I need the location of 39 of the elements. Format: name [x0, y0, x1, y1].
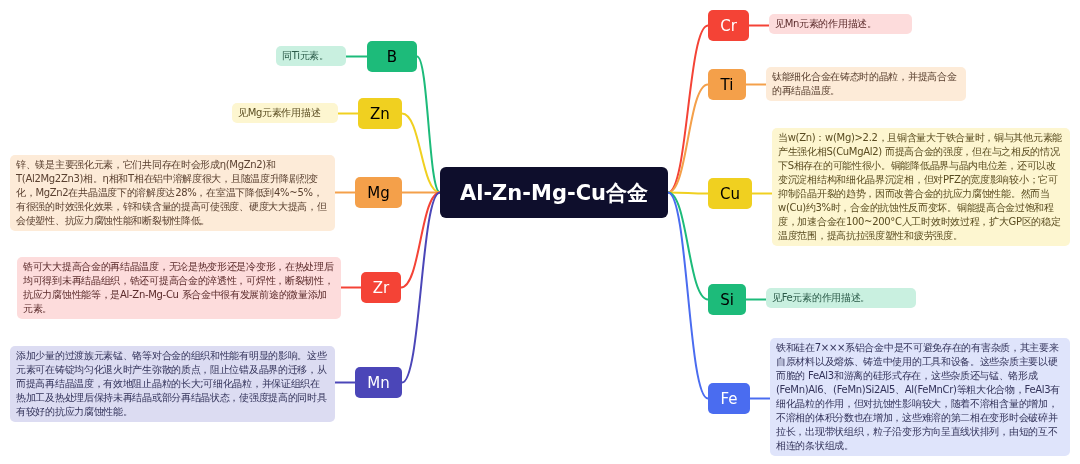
description-box: 见Fe元素的作用描述。: [766, 288, 916, 308]
element-box: Zr: [361, 272, 401, 303]
element-box: Zn: [358, 98, 402, 129]
branch-line: [667, 191, 709, 400]
element-box: Ti: [708, 69, 746, 100]
branch-line: [667, 83, 709, 194]
description-box: 锆可大大提高合金的再结晶温度，无论是热变形还是冷变形，在热处理后均可得到未再结晶组织，锆还可提高合金的淬透性，可焊性，断裂韧性，抗应力腐蚀性能等，是Al-Zn-Mg-Cu 系合金中很有发展前途的微量添加元素。: [17, 257, 341, 319]
element-box: Si: [708, 284, 746, 315]
connector-line: [748, 24, 770, 27]
connector-line: [745, 298, 767, 301]
element-box: Cr: [708, 10, 749, 41]
description-box: 见Mg元素作用描述: [232, 103, 338, 123]
connector-line: [745, 83, 767, 86]
connector-line: [345, 55, 368, 58]
element-box: Mn: [355, 367, 402, 398]
connector-line: [749, 397, 771, 400]
branch-line: [416, 55, 441, 194]
description-box: 当w(Zn)：w(Mg)>2.2，且铜含量大于铁合量时，铜与其他元素能产生强化相S(CuMgAl2) 而提高合金的强度，但在与之相反的情况下S相存在的可能性很小。铜能降低晶界与晶内电位差，还可以改变沉淀相结构和细化晶界沉淀相，但对PFZ的宽度影响较小；它可抑制沿晶开裂的趋势，因而改善合金的抗应力腐蚀性能。然而当w(Cu)约3%时，合金的抗蚀性反而变坏。铜能提高合金过饱和程度，加速合金在100~200°C人工时效时效过程，扩大GP区的稳定温度范围，提高抗拉强度塑性和疲劳强度。: [772, 128, 1070, 246]
element-box: Cu: [708, 178, 752, 209]
description-box: 锌、镁是主要强化元素，它们共同存在时会形成η(MgZn2)和T(Al2Mg2Zn3)相。η相和T相在铝中溶解度很大，且随温度升降剧烈变化，MgZn2在共晶温度下的溶解度达28%，在室温下降低到4%~5%，有很强的时效强化效果，锌和镁含量的提高可使强度、硬度大大提高，但会使塑性、抗应力腐蚀性能和断裂韧性降低。: [10, 155, 335, 231]
branch-line: [400, 191, 441, 289]
connector-line: [337, 112, 359, 115]
element-box: Mg: [355, 177, 402, 208]
branch-line: [667, 191, 709, 301]
branch-line: [401, 112, 441, 194]
description-box: 钛能细化合金在铸态时的晶粒，并提高合金的再结晶温度。: [766, 67, 966, 101]
connector-line: [334, 381, 356, 384]
branch-line: [401, 191, 441, 384]
connector-line: [340, 286, 362, 289]
connector-line: [334, 191, 356, 194]
branch-line: [667, 24, 709, 194]
topic-box: Al-Zn-Mg-Cu合金: [440, 167, 668, 218]
description-box: 见Mn元素的作用描述。: [769, 14, 912, 34]
description-box: 铁和硅在7×××系铝合金中是不可避免存在的有害杂质，其主要来自原材料以及熔炼、铸造中使用的工具和设备。这些杂质主要以硬而脆的 FeAl3和游离的硅形式存在，这些杂质还与锰、铬形成(FeMn)Al6、(FeMn)Si2Al5、Al(FeMnCr)等粗大化合物，FeAl3有细化晶粒的作用，但对抗蚀性影响较大，随着不溶相含量的增加，不溶相的体积分数也在增加，这些难溶的第二相在变形时会破碎并拉长，出现带状组织，粒子沿变形方向呈直线状排列，由短的互不相连的条状组成。: [770, 338, 1070, 456]
element-box: Fe: [708, 383, 750, 414]
connector-line: [751, 192, 773, 195]
description-box: 添加少量的过渡族元素锰、铬等对合金的组织和性能有明显的影响。这些元素可在铸锭均匀化退火时产生弥散的质点，阻止位错及晶界的迁移，从而提高再结晶温度，有效地阻止晶粒的长大;可细化晶粒，并保证组织在热加工及热处理后保持未再结晶或部分再结晶状态，使强度提高的同时具有较好的抗应力腐蚀性能。: [10, 346, 335, 422]
description-box: 同Ti元素。: [276, 46, 346, 66]
element-box: B: [367, 41, 417, 72]
